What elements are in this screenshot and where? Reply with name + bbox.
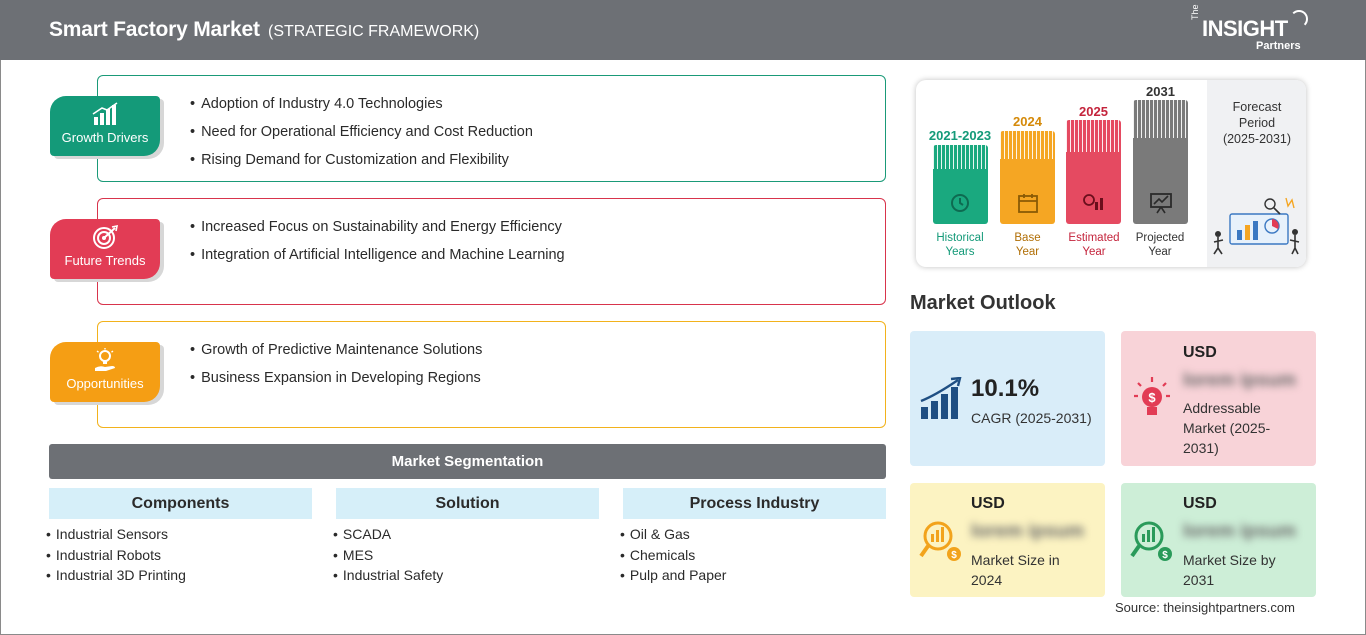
- svg-text:$: $: [1162, 550, 1168, 561]
- list-item: MES: [333, 545, 443, 566]
- market-segmentation-bar: Market Segmentation: [49, 444, 886, 479]
- logo-partners: Partners: [1256, 40, 1301, 52]
- components-list: Industrial Sensors Industrial Robots Ind…: [46, 524, 186, 586]
- list-item: Increased Focus on Sustainability and En…: [190, 213, 565, 241]
- list-item: Oil & Gas: [620, 524, 726, 545]
- list-item: SCADA: [333, 524, 443, 545]
- lightbulb-hand-icon: [95, 348, 115, 371]
- history-clock-icon: [951, 194, 969, 212]
- process-industry-list: Oil & Gas Chemicals Pulp and Paper: [620, 524, 727, 586]
- timeline-bar-stripes: [933, 145, 988, 169]
- cagr-value: 10.1%: [971, 375, 1040, 402]
- page-subtitle: (STRATEGIC FRAMEWORK): [268, 23, 480, 40]
- list-item: Pulp and Paper: [620, 565, 727, 586]
- idea-dollar-icon: $: [1134, 377, 1170, 415]
- list-item: Industrial Robots: [46, 545, 186, 566]
- list-item: Industrial Sensors: [46, 524, 186, 545]
- timeline-year-base: 2024: [1013, 114, 1042, 129]
- timeline-year-projected: 2031: [1146, 84, 1175, 99]
- list-item: Need for Operational Efficiency and Cost…: [190, 118, 533, 146]
- addressable-value: lorem ipsum: [1183, 370, 1296, 391]
- logo-the: The: [1190, 4, 1200, 20]
- forecast-period-label: Forecast Period(2025-2031): [1222, 100, 1292, 146]
- calendar-icon: [1018, 194, 1038, 213]
- insight-partners-logo[interactable]: The INSIGHT Partners: [1190, 4, 1310, 54]
- magnifier-dollar-icon: $: [1130, 521, 1172, 561]
- list-item: Rising Demand for Customization and Flex…: [190, 146, 533, 174]
- future-trends-label: Future Trends: [64, 253, 146, 268]
- market-outlook-title: Market Outlook: [910, 292, 1056, 314]
- logo-insight: INSIGHT: [1202, 16, 1288, 41]
- addressable-currency: USD: [1183, 344, 1217, 361]
- segment-heading-components: Components: [49, 488, 312, 519]
- size-2024-label: Market Size in 2024: [971, 552, 1060, 588]
- future-trends-badge: Future Trends: [50, 219, 160, 279]
- segment-heading-solution: Solution: [336, 488, 599, 519]
- logo-swoosh-icon: [1290, 10, 1308, 28]
- gear-chart-icon: [1083, 194, 1103, 210]
- size-2031-value: lorem ipsum: [1183, 521, 1296, 542]
- opportunities-badge: Opportunities: [50, 342, 160, 402]
- timeline-bar-stripes: [1066, 120, 1121, 152]
- list-item: Chemicals: [620, 545, 726, 566]
- page-title: Smart Factory Market: [49, 18, 260, 41]
- analytics-illustration-icon: [1213, 197, 1300, 255]
- list-item: Industrial Safety: [333, 565, 443, 586]
- list-item: Integration of Artificial Intelligence a…: [190, 241, 565, 269]
- opportunities-label: Opportunities: [66, 376, 144, 391]
- addressable-label: Addressable Market (2025-2031): [1183, 400, 1271, 456]
- list-item: Business Expansion in Developing Regions: [190, 364, 482, 392]
- timeline-year-historical: 2021-2023: [928, 128, 992, 143]
- opportunities-list: Growth of Predictive Maintenance Solutio…: [190, 336, 482, 392]
- timeline-year-estimated: 2025: [1079, 104, 1108, 119]
- list-item: Industrial 3D Printing: [46, 565, 186, 586]
- magnifier-dollar-icon: $: [919, 521, 961, 561]
- size-2024-currency: USD: [971, 495, 1005, 512]
- cagr-label: CAGR (2025-2031): [971, 410, 1092, 426]
- size-2031-currency: USD: [1183, 495, 1217, 512]
- size-2031-label: Market Size by 2031: [1183, 552, 1276, 588]
- source-link[interactable]: Source: theinsightpartners.com: [1115, 600, 1295, 615]
- svg-text:$: $: [951, 550, 957, 561]
- header-bar: Smart Factory Market (STRATEGIC FRAMEWOR…: [0, 0, 1366, 60]
- timeline-bar-stripes: [1000, 131, 1055, 159]
- segment-heading-process-industry: Process Industry: [623, 488, 886, 519]
- list-item: Adoption of Industry 4.0 Technologies: [190, 90, 533, 118]
- size-2024-value: lorem ipsum: [971, 521, 1084, 542]
- growth-drivers-list: Adoption of Industry 4.0 Technologies Ne…: [190, 90, 533, 174]
- future-trends-list: Increased Focus on Sustainability and En…: [190, 213, 565, 269]
- target-icon: [93, 225, 119, 249]
- svg-text:$: $: [1148, 390, 1156, 405]
- bar-chart-growth-icon: [92, 102, 118, 125]
- presentation-board-icon: [1150, 193, 1172, 214]
- timeline-bar-stripes: [1133, 100, 1188, 138]
- solution-list: SCADA MES Industrial Safety: [333, 524, 443, 586]
- growth-drivers-badge: Growth Drivers: [50, 96, 160, 156]
- growth-chart-icon: [920, 377, 962, 419]
- list-item: Growth of Predictive Maintenance Solutio…: [190, 336, 482, 364]
- growth-drivers-label: Growth Drivers: [61, 130, 149, 145]
